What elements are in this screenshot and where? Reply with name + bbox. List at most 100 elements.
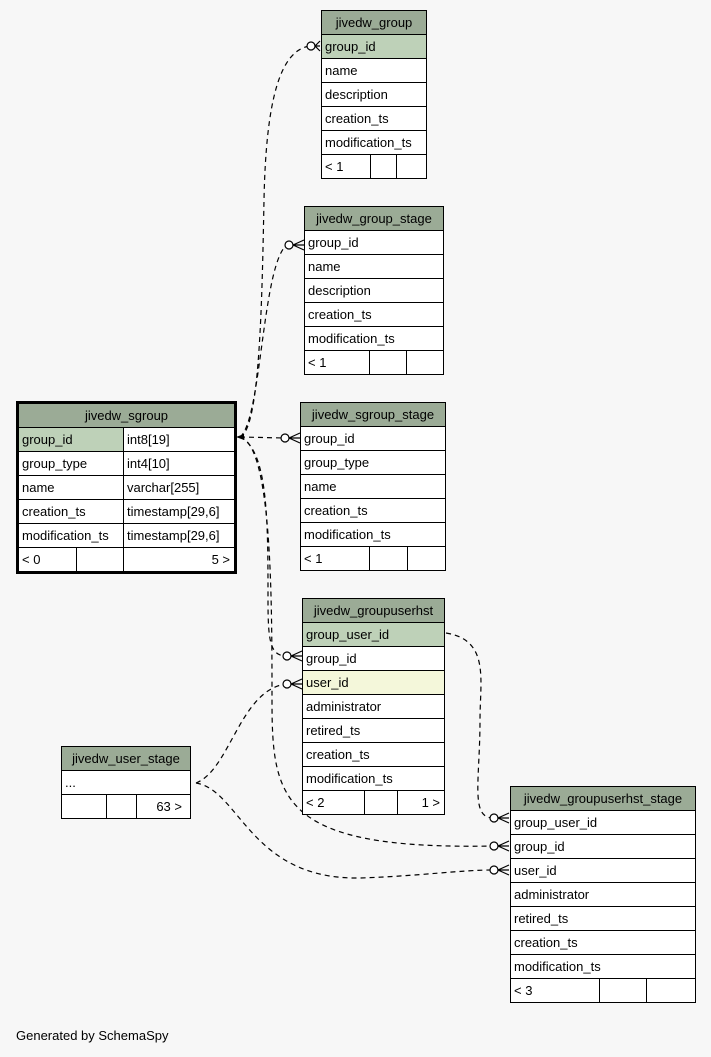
column-row[interactable]: creation_ts — [301, 499, 445, 523]
column-row[interactable]: user_id — [511, 859, 695, 883]
table-title[interactable]: jivedw_user_stage — [62, 747, 190, 771]
column-row[interactable]: retired_ts — [303, 719, 444, 743]
column-name: group_id — [19, 428, 124, 451]
table-title[interactable]: jivedw_group_stage — [305, 207, 443, 231]
column-row[interactable]: description — [305, 279, 443, 303]
crowfoot-marker — [290, 650, 303, 662]
column-row[interactable]: creation_ts timestamp[29,6] — [19, 500, 234, 524]
table-title[interactable]: jivedw_sgroup — [19, 404, 234, 428]
table-jivedw-sgroup[interactable]: jivedw_sgroup group_id int8[19] group_ty… — [16, 401, 237, 574]
column-name: group_type — [304, 455, 370, 470]
table-jivedw-groupuserhst[interactable]: jivedw_groupuserhst group_user_id group_… — [302, 598, 445, 815]
column-name: group_type — [19, 452, 124, 475]
column-row[interactable]: group_id — [303, 647, 444, 671]
table-jivedw-user-stage[interactable]: jivedw_user_stage ... 63 > — [61, 746, 191, 819]
column-row[interactable]: creation_ts — [305, 303, 443, 327]
column-row[interactable]: group_id int8[19] — [19, 428, 234, 452]
column-row[interactable]: ... — [62, 771, 190, 795]
child-count[interactable] — [647, 979, 694, 1002]
column-name: user_id — [514, 863, 557, 878]
column-name: creation_ts — [306, 747, 370, 762]
parent-count[interactable]: < 1 — [322, 155, 371, 178]
column-row[interactable]: retired_ts — [511, 907, 695, 931]
column-row[interactable]: group_type — [301, 451, 445, 475]
column-name: name — [308, 259, 341, 274]
table-footer: < 1 — [305, 351, 443, 374]
column-name: administrator — [306, 699, 382, 714]
table-title[interactable]: jivedw_group — [322, 11, 426, 35]
column-name: creation_ts — [304, 503, 368, 518]
column-row[interactable]: description — [322, 83, 426, 107]
column-name: group_id — [304, 431, 355, 446]
zero-marker — [284, 240, 294, 250]
column-row[interactable]: administrator — [303, 695, 444, 719]
table-footer: < 3 — [511, 979, 695, 1002]
column-row[interactable]: group_user_id — [511, 811, 695, 835]
child-count[interactable]: 63 > — [156, 799, 182, 814]
crowfoot-marker — [314, 40, 321, 52]
column-name: group_id — [325, 39, 376, 54]
parent-count[interactable]: < 3 — [511, 979, 600, 1002]
footer-blank — [370, 351, 407, 374]
column-row[interactable]: user_id — [303, 671, 444, 695]
column-name: group_id — [514, 839, 565, 854]
table-title[interactable]: jivedw_sgroup_stage — [301, 403, 445, 427]
edge-userstage-to-groupuserhst-stage — [195, 782, 494, 879]
parent-count[interactable] — [62, 795, 107, 818]
table-title[interactable]: jivedw_groupuserhst — [303, 599, 444, 623]
zero-marker — [280, 433, 290, 443]
column-row[interactable]: administrator — [511, 883, 695, 907]
column-row[interactable]: name — [322, 59, 426, 83]
table-jivedw-sgroup-stage[interactable]: jivedw_sgroup_stage group_id group_type … — [300, 402, 446, 571]
child-count[interactable] — [397, 155, 426, 178]
table-jivedw-groupuserhst-stage[interactable]: jivedw_groupuserhst_stage group_user_id … — [510, 786, 696, 1003]
table-jivedw-group-stage[interactable]: jivedw_group_stage group_id name descrip… — [304, 206, 444, 375]
column-type: int4[10] — [127, 456, 170, 471]
child-count[interactable]: 1 > — [421, 795, 440, 810]
parent-count[interactable]: < 0 — [19, 548, 77, 571]
parent-count[interactable]: < 1 — [301, 547, 370, 570]
parent-count[interactable]: < 2 — [303, 791, 365, 814]
column-row[interactable]: modification_ts — [303, 767, 444, 791]
column-name: name — [325, 63, 358, 78]
table-footer: 63 > — [62, 795, 190, 818]
column-row[interactable]: name varchar[255] — [19, 476, 234, 500]
table-jivedw-group[interactable]: jivedw_group group_id name description c… — [321, 10, 427, 179]
column-row[interactable]: group_user_id — [303, 623, 444, 647]
column-row[interactable]: group_id — [301, 427, 445, 451]
column-row[interactable]: creation_ts — [322, 107, 426, 131]
crowfoot-marker — [288, 432, 301, 444]
parent-count[interactable]: < 1 — [305, 351, 370, 374]
column-row[interactable]: group_id — [511, 835, 695, 859]
child-count[interactable]: 5 > — [211, 552, 230, 567]
column-row[interactable]: modification_ts — [322, 131, 426, 155]
column-name: modification_ts — [514, 959, 601, 974]
column-row[interactable]: group_type int4[10] — [19, 452, 234, 476]
column-type: timestamp[29,6] — [127, 504, 220, 519]
edge-userstage-to-groupuserhst — [195, 683, 287, 784]
column-row[interactable]: creation_ts — [511, 931, 695, 955]
table-title[interactable]: jivedw_groupuserhst_stage — [511, 787, 695, 811]
edge-sgroup-to-groupuserhst — [239, 436, 286, 657]
column-name: creation_ts — [19, 500, 124, 523]
column-name: modification_ts — [308, 331, 395, 346]
column-row[interactable]: creation_ts — [303, 743, 444, 767]
edge-sgroup-to-sgroup-stage — [239, 436, 285, 439]
column-name: name — [19, 476, 124, 499]
column-name: group_id — [306, 651, 357, 666]
column-row[interactable]: modification_ts — [301, 523, 445, 547]
table-footer: < 1 — [301, 547, 445, 570]
child-count[interactable] — [408, 547, 444, 570]
child-count[interactable] — [407, 351, 442, 374]
zero-marker — [489, 841, 499, 851]
column-row[interactable]: modification_ts timestamp[29,6] — [19, 524, 234, 548]
column-row[interactable]: name — [301, 475, 445, 499]
column-name: retired_ts — [514, 911, 569, 926]
column-name: modification_ts — [325, 135, 412, 150]
column-row[interactable]: group_id — [305, 231, 443, 255]
column-row[interactable]: modification_ts — [305, 327, 443, 351]
column-row[interactable]: group_id — [322, 35, 426, 59]
column-row[interactable]: name — [305, 255, 443, 279]
column-row[interactable]: modification_ts — [511, 955, 695, 979]
